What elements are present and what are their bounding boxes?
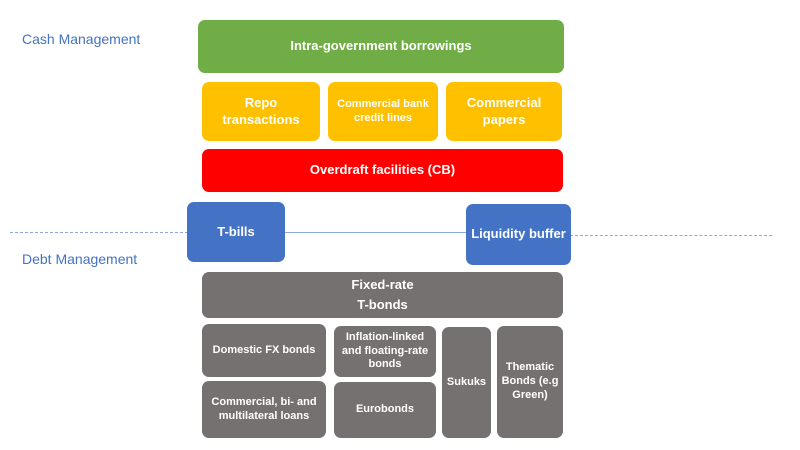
- repo-transactions-box: Repo transactions: [202, 82, 320, 141]
- debt-management-label: Debt Management: [22, 251, 138, 267]
- inflation-linked-bonds-box: Inflation-linked and floating-rate bonds: [334, 326, 436, 377]
- divider-line-left: [10, 232, 188, 233]
- cash-management-label: Cash Management: [22, 31, 141, 47]
- overdraft-facilities-box: Overdraft facilities (CB): [202, 149, 563, 192]
- commercial-bank-credit-lines-box: Commercial bank credit lines: [328, 82, 438, 141]
- commercial-papers-box: Commercial papers: [446, 82, 562, 141]
- t-bonds-label: T-bonds: [357, 297, 408, 312]
- thematic-bonds-box: Thematic Bonds (e.g Green): [497, 326, 563, 438]
- sukuks-box: Sukuks: [442, 327, 491, 438]
- liquidity-buffer-box: Liquidity buffer: [466, 204, 571, 265]
- commercial-loans-box: Commercial, bi- and multilateral loans: [202, 381, 326, 438]
- intra-government-borrowings-box: Intra-government borrowings: [198, 20, 564, 73]
- connector-line: [284, 232, 466, 233]
- divider-line-right: [570, 235, 772, 236]
- fixed-rate-t-bonds-box: Fixed-rate T-bonds: [202, 272, 563, 318]
- domestic-fx-bonds-box: Domestic FX bonds: [202, 324, 326, 377]
- eurobonds-box: Eurobonds: [334, 382, 436, 438]
- fixed-rate-label: Fixed-rate: [351, 276, 414, 292]
- t-bills-box: T-bills: [187, 202, 285, 262]
